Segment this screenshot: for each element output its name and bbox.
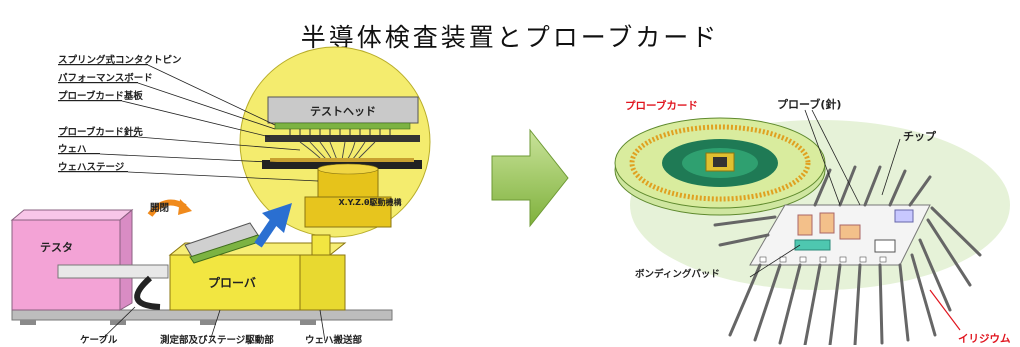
label-wafer-transfer: ウェハ搬送部 [305, 335, 363, 346]
label-measure-stage: 測定部及びステージ駆動部 [160, 335, 274, 346]
label-chip: チップ [903, 130, 936, 143]
prober-label: プローバ [208, 275, 256, 290]
green-arrow [491, 128, 569, 228]
label-probe-tip: プローブカード針先 [58, 127, 143, 138]
label-probe-needle: プローブ(針) [777, 98, 842, 111]
page-title: 半導体検査装置とプローブカード [300, 23, 720, 52]
label-probe-card-board: プローブカード基板 [58, 91, 143, 102]
tester-label: テスタ [40, 241, 73, 254]
label-spring-pin: スプリング式コンタクトピン [58, 55, 182, 66]
label-probe-card: プローブカード [625, 100, 698, 112]
label-open-close: 開閉 [150, 203, 170, 214]
label-wafer: ウェハ [58, 144, 87, 155]
label-bonding-pad: ボンディングパッド [635, 269, 720, 280]
label-cable: ケーブル [80, 335, 118, 346]
prober-diagram: テストヘッド X.Y.Z.θ駆動機構 [10, 46, 431, 342]
test-head-label: テストヘッド [310, 105, 376, 118]
label-iridium: イリジウム [958, 333, 1011, 345]
label-performance-board: パフォーマンスボード [58, 73, 153, 84]
probe-card-diagram [614, 109, 1010, 345]
xyz-drive-label: X.Y.Z.θ駆動機構 [338, 197, 401, 207]
label-wafer-stage: ウェハステージ [58, 162, 125, 173]
